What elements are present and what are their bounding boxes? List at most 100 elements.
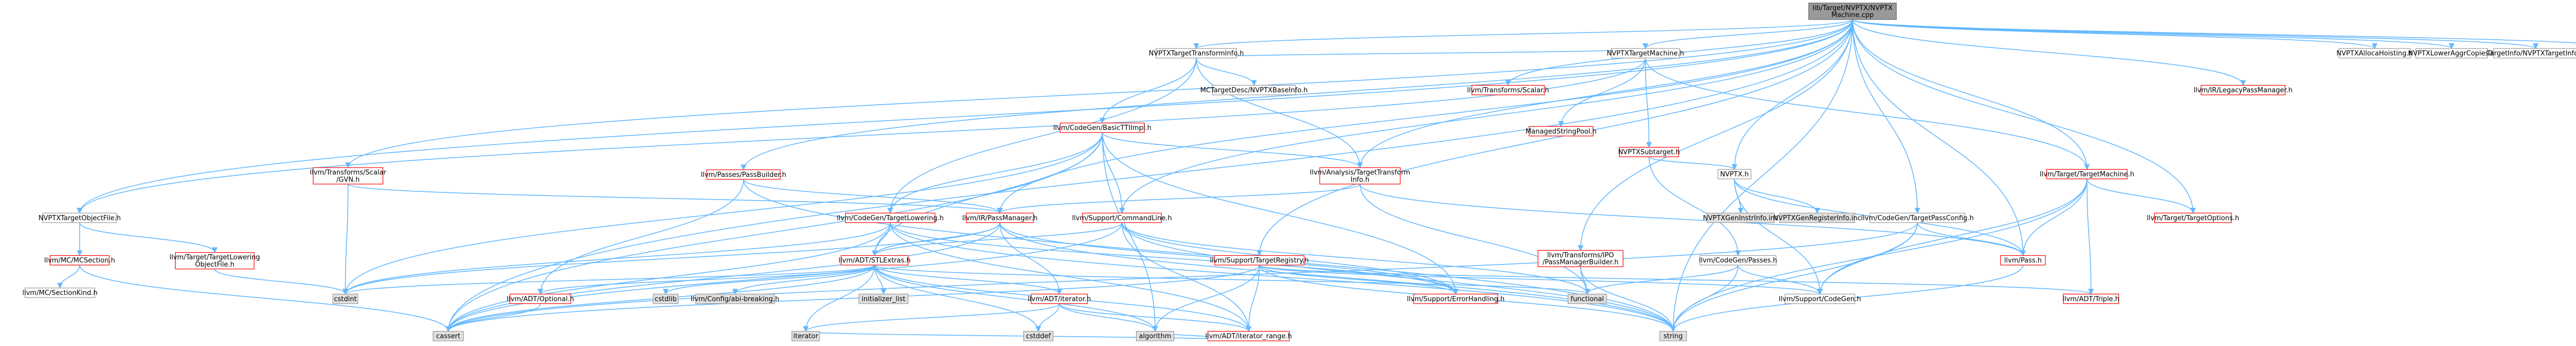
node-managedstringpool[interactable]: ManagedStringPool.h	[1526, 126, 1597, 137]
node-analysistti[interactable]: llvm/Analysis/TargetTransformInfo.h	[1310, 167, 1410, 185]
edge-supporttargetregistry-to-adtiteratorrange	[1245, 265, 1260, 332]
node-label: llvm/Support/TargetRegistry.h	[1210, 257, 1309, 265]
edge-adtstlextras-to-cstdint	[343, 265, 875, 295]
node-adtiterator[interactable]: llvm/ADT/iterator.h	[1028, 293, 1091, 304]
node-codegenbasicttiimpl[interactable]: llvm/CodeGen/BasicTTIImpl.h	[1053, 122, 1151, 133]
edge-nvptxh-to-supportcodegen	[1734, 178, 1823, 295]
node-nvptxtargetmachine[interactable]: NVPTXTargetMachine.h	[1607, 48, 1684, 59]
node-nvptxloweraggrcopies[interactable]: NVPTXLowerAggrCopies.h	[2408, 48, 2495, 59]
node-box	[1207, 331, 1290, 341]
edge-adtoptional-to-cassert	[445, 303, 541, 332]
node-iterator[interactable]: iterator	[791, 331, 820, 341]
edge-root-to-targettargetoptions	[1852, 19, 2196, 214]
node-supportcommandline[interactable]: llvm/Support/CommandLine.h	[1072, 212, 1172, 223]
edge-codegenpasses-to-supportcodegen	[1737, 265, 1823, 295]
node-nvptxh[interactable]: NVPTX.h	[1717, 169, 1752, 179]
node-configabibreaking[interactable]: llvm/Config/abi-breaking.h	[691, 293, 779, 304]
node-targetinfo[interactable]: TargetInfo/NVPTXTargetInfo.h	[2486, 48, 2576, 59]
node-initializerlist[interactable]: initializer_list	[858, 293, 909, 304]
node-transformsscalar[interactable]: llvm/Transforms/Scalar.h	[1467, 85, 1549, 95]
node-label: llvm/Support/ErrorHandling.h	[1407, 295, 1505, 303]
node-label: NVPTX.h	[1720, 171, 1749, 178]
node-label: NVPTXTargetTransformInfo.h	[1149, 50, 1244, 58]
edge-nvptxsubtarget-to-nvptxh	[1648, 156, 1738, 170]
node-cstddef[interactable]: cstddef	[1023, 331, 1054, 341]
edge-root-to-pass	[1852, 19, 2026, 256]
node-box	[1870, 212, 1965, 223]
node-nvptxgenregisterinfo[interactable]: NVPTXGenRegisterInfo.inc	[1773, 212, 1861, 223]
node-mcsectionkind[interactable]: llvm/MC/SectionKind.h	[22, 287, 97, 298]
node-mcmcsection[interactable]: llvm/MC/MCSection.h	[44, 255, 115, 266]
node-box	[966, 212, 1034, 223]
node-label: NVPTXSubtarget.h	[1618, 149, 1680, 156]
node-label: /PassManagerBuilder.h	[1543, 259, 1618, 267]
node-passesbuilder[interactable]: llvm/Passes/PassBuilder.h	[701, 169, 786, 180]
node-box	[25, 287, 95, 298]
edge-root-to-transformsscalar	[1505, 19, 1853, 86]
edge-nvptxsubtarget-to-codegenpasses	[1648, 157, 1741, 256]
edge-adtiterator-to-cstddef	[1035, 303, 1060, 332]
edge-adtstlextras-to-algorithm	[874, 265, 1158, 332]
node-nvptxtargetobjectfile[interactable]: NVPTXTargetObjectFile.h	[39, 212, 121, 223]
edge-supporttargetregistry-to-supporterrorhandling	[1259, 265, 1459, 295]
edge-adtstlextras-to-iterator	[803, 265, 875, 332]
node-nvptxgeninstrinfo[interactable]: NVPTXGenInstrInfo.inc	[1703, 212, 1778, 223]
node-label: llvm/Target/TargetMachine.h	[2040, 171, 2134, 178]
node-box	[2200, 85, 2286, 95]
node-targettargetoptions[interactable]: llvm/Target/TargetOptions.h	[2147, 212, 2239, 223]
edge-irpassmanager-to-string	[999, 222, 1676, 332]
edge-supporttargetregistry-to-cassert	[445, 265, 1260, 332]
node-box	[510, 293, 571, 304]
edge-root-to-analysistti	[1357, 19, 1853, 169]
edge-nvptxtargettransforminfo-to-nvptxtargetmachine	[1196, 47, 1648, 59]
node-box	[1659, 331, 1687, 341]
node-supporttargetregistry[interactable]: llvm/Support/TargetRegistry.h	[1210, 255, 1309, 266]
node-irpassmanager[interactable]: llvm/IR/PassManager.h	[962, 212, 1038, 223]
node-mctargetdesc[interactable]: MCTargetDesc/NVPTXBaseInfo.h	[1200, 85, 1308, 95]
node-cstdint[interactable]: cstdint	[332, 293, 359, 304]
node-string[interactable]: string	[1659, 331, 1687, 341]
edge-adtstlextras-to-adtoptional	[537, 265, 875, 295]
node-adttriple[interactable]: llvm/ADT/Triple.h	[2062, 293, 2120, 304]
edge-targettargetmachine-to-pass	[2020, 178, 2088, 256]
edge-codegentargetpassconfig-to-pass	[1917, 222, 2026, 256]
node-functional[interactable]: functional	[1567, 293, 1607, 304]
node-supportcodegen[interactable]: llvm/Support/CodeGen.h	[1779, 293, 1861, 304]
node-nvptxtargettransforminfo[interactable]: NVPTXTargetTransformInfo.h	[1149, 48, 1244, 59]
node-label: llvm/CodeGen/Passes.h	[1699, 257, 1777, 265]
node-codegentargetloweringh[interactable]: llvm/CodeGen/TargetLowering.h	[837, 212, 944, 223]
edge-transformsscalargvn-to-cstdint	[342, 184, 349, 295]
edge-root-to-nvptxloweraggrcopies	[1852, 19, 2454, 50]
node-adtoptional[interactable]: llvm/ADT/Optional.h	[507, 293, 574, 304]
node-adtiteratorrange[interactable]: llvm/ADT/iterator_range.h	[1205, 331, 1292, 341]
node-box	[1567, 293, 1607, 304]
node-irlegacypassmanager[interactable]: llvm/IR/LegacyPassManager.h	[2194, 85, 2293, 95]
node-box	[1214, 255, 1304, 266]
edge-codegenbasicttiimpl-to-codegentargetloweringh	[887, 133, 1103, 214]
node-label: cstddef	[1026, 333, 1051, 340]
node-nvptxsubtarget[interactable]: NVPTXSubtarget.h	[1618, 146, 1680, 157]
edge-root-to-vectorize	[1852, 19, 2576, 44]
node-pass[interactable]: llvm/Pass.h	[2000, 255, 2046, 266]
node-label: llvm/Target/TargetLowering	[170, 254, 260, 261]
node-codegenpasses[interactable]: llvm/CodeGen/Passes.h	[1699, 255, 1777, 266]
node-label: /GVN.h	[336, 176, 360, 184]
node-transformsscalargvn[interactable]: llvm/Transforms/Scalar/GVN.h	[310, 167, 387, 185]
node-codegentargetpassconfig[interactable]: llvm/CodeGen/TargetPassConfig.h	[1861, 212, 1974, 223]
node-targettargetmachine[interactable]: llvm/Target/TargetMachine.h	[2040, 169, 2134, 179]
node-transformsipo[interactable]: llvm/Transforms/IPO/PassManagerBuilder.h	[1537, 250, 1623, 267]
node-nvptxallocahoisting[interactable]: NVPTXAllocaHoisting.h	[2336, 48, 2413, 59]
node-supporterrorhandling[interactable]: llvm/Support/ErrorHandling.h	[1407, 293, 1505, 304]
node-box	[1413, 293, 1498, 304]
node-cassert[interactable]: cassert	[432, 331, 464, 341]
node-label: llvm/Pass.h	[2004, 257, 2042, 265]
edge-nvptxtargettransforminfo-to-codegentargetloweringh	[887, 58, 1197, 214]
node-label: functional	[1571, 295, 1604, 303]
node-algorithm[interactable]: algorithm	[1136, 331, 1175, 341]
node-label: llvm/Support/CodeGen.h	[1779, 295, 1861, 303]
node-cstdlib[interactable]: cstdlib	[653, 293, 679, 304]
node-adtstlextras[interactable]: llvm/ADT/STLExtras.h	[839, 255, 911, 266]
node-label: llvm/ADT/iterator.h	[1028, 295, 1091, 303]
